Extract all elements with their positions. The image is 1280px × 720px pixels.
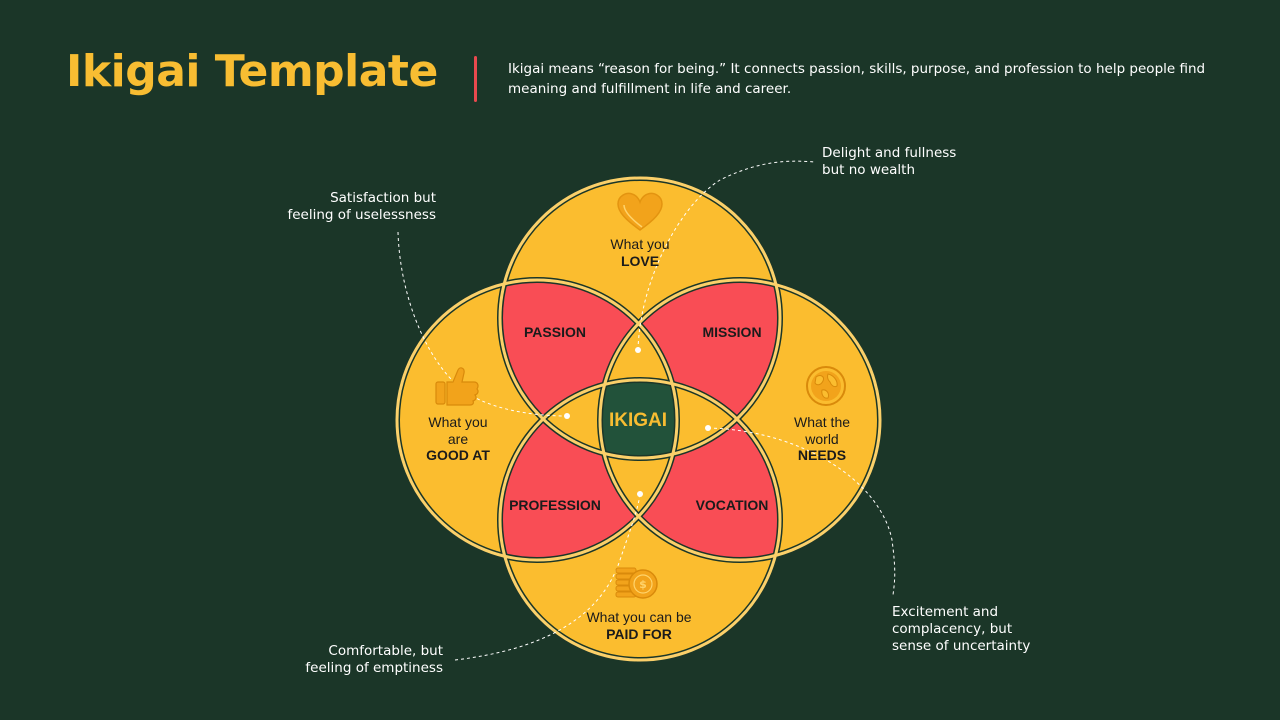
needs-line3: NEEDS [798, 447, 846, 463]
note-bottom-right-line1: Excitement and [892, 604, 999, 620]
label-ikigai: IKIGAI [609, 410, 667, 431]
note-bottom-right-line3: sense of uncertainty [892, 638, 1031, 654]
note-bottom-left-line1: Comfortable, but [328, 643, 443, 659]
connector-dots [564, 347, 711, 497]
svg-text:$: $ [639, 578, 647, 591]
label-passion: PASSION [524, 324, 586, 340]
connector-top-right [637, 160, 816, 351]
note-top-right-line1: Delight and fullness [822, 145, 957, 161]
thumbs-up-icon [435, 367, 479, 406]
connector-top-left [397, 231, 568, 417]
note-bottom-right-line2: complacency, but [892, 621, 1013, 637]
note-top-left-line2: feeling of uselessness [287, 207, 436, 223]
page-title: Ikigai Template [66, 46, 438, 97]
good-at-line2: are [448, 431, 468, 447]
needs-line2: world [804, 431, 838, 447]
note-top-left: Satisfaction but feeling of uselessness [250, 190, 436, 224]
paid-for-line1: What you can be [586, 609, 691, 625]
good-at-line3: GOOD AT [426, 447, 490, 463]
globe-icon [806, 366, 846, 406]
paid-for-line2: PAID FOR [606, 626, 672, 642]
heart-icon [617, 192, 663, 231]
label-profession: PROFESSION [509, 497, 601, 513]
needs-line1: What the [794, 414, 850, 430]
note-top-right: Delight and fullness but no wealth [822, 145, 956, 179]
label-vocation: VOCATION [696, 497, 769, 513]
title-divider [474, 56, 477, 102]
label-mission: MISSION [702, 324, 761, 340]
connector-lines [397, 160, 896, 661]
note-bottom-left: Comfortable, but feeling of emptiness [260, 643, 443, 677]
description-line-2: meaning and fulfillment in life and care… [508, 80, 792, 97]
connector-bottom-right [707, 427, 896, 596]
good-at-line1: What you [428, 414, 487, 430]
description-line-1: Ikigai means “reason for being.” It conn… [508, 61, 1206, 77]
love-line2: LOVE [621, 253, 659, 269]
note-top-left-line1: Satisfaction but [330, 190, 436, 206]
note-top-right-line2: but no wealth [822, 162, 916, 178]
note-bottom-left-line2: feeling of emptiness [305, 660, 443, 676]
love-line1: What you [610, 236, 669, 252]
coins-icon: $ [615, 567, 658, 599]
note-bottom-right: Excitement and complacency, but sense of… [892, 604, 1030, 655]
page-description: Ikigai means “reason for being.” It conn… [508, 60, 1228, 99]
